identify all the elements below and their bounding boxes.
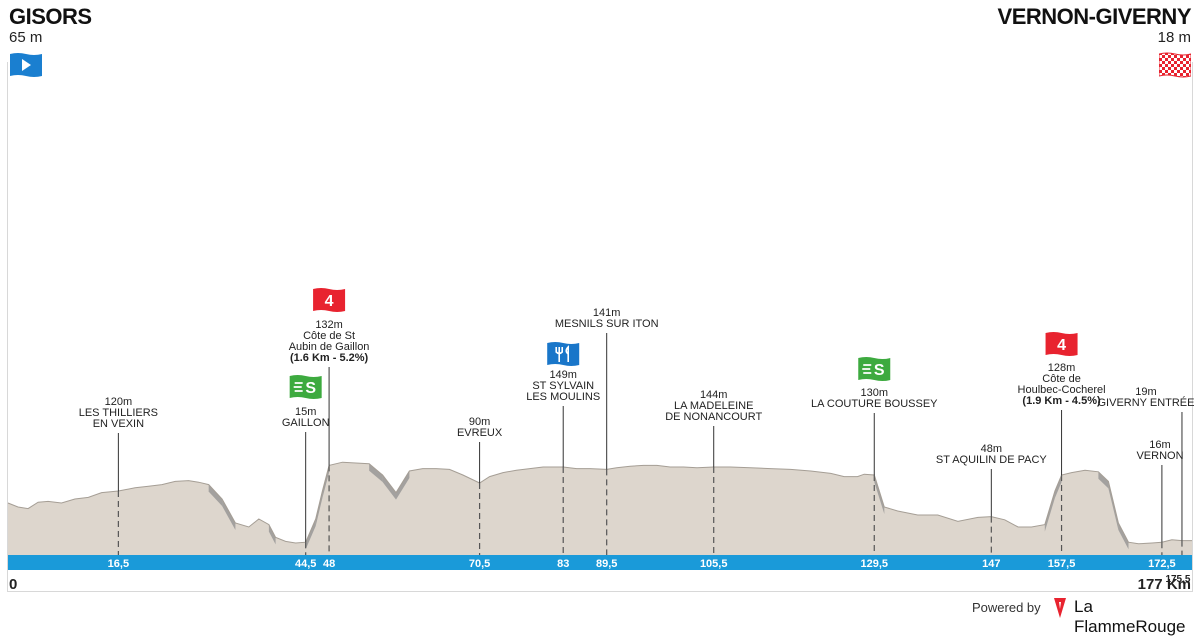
slope-shading (305, 519, 316, 550)
km-marker-label: 89,5 (596, 558, 617, 570)
climb-category-icon (313, 288, 346, 312)
sprint-icon (858, 357, 891, 381)
slope-shading (1098, 471, 1109, 489)
elevation-area (8, 462, 1192, 555)
start-flag-icon (10, 53, 42, 77)
finish-altitude: 18 m (1157, 29, 1191, 46)
slope-shading (222, 499, 236, 530)
climb-category-number: 4 (1057, 337, 1066, 354)
axis-start-label: 0 (9, 576, 18, 593)
flamme-rouge-logo-icon (1054, 598, 1066, 618)
waypoint-name: EN VEXIN (93, 418, 144, 430)
slope-shading (1118, 523, 1129, 550)
waypoint-name: VERNON (1136, 450, 1183, 462)
start-altitude: 65 m (9, 29, 43, 46)
km-marker-label: 172,5 (1148, 558, 1176, 570)
km-marker-label: 129,5 (860, 558, 888, 570)
km-marker-label: 70,5 (469, 558, 490, 570)
km-axis-bar (8, 555, 1192, 570)
waypoint-altitude: 15m (295, 406, 316, 418)
km-marker-label: 157,5 (1048, 558, 1076, 570)
climb-category-number: 4 (325, 293, 334, 310)
waypoint-name: MESNILS SUR ITON (555, 318, 659, 330)
climb-detail: (1.6 Km - 5.2%) (290, 352, 369, 364)
km-marker-label: 83 (557, 558, 569, 570)
waypoint-altitude: 141m (593, 307, 621, 319)
slope-shading (382, 475, 396, 500)
waypoint-name: LES MOULINS (526, 391, 600, 403)
start-town-name: GISORS (9, 4, 92, 29)
waypoint-altitude: 48m (981, 443, 1002, 455)
feed-zone-icon (547, 342, 580, 366)
waypoint-name: GIVERNY ENTRÉE (1098, 396, 1195, 409)
fork-knife-glyph (555, 345, 570, 362)
climb-detail: (1.9 Km - 4.5%) (1022, 395, 1101, 407)
waypoint-altitude: 130m (860, 387, 888, 399)
sprint-icon (289, 375, 322, 399)
slope-shading (1054, 475, 1062, 498)
waypoint-altitude: 120m (105, 396, 133, 408)
waypoint-altitude: 16m (1149, 439, 1170, 451)
km-marker-label: 105,5 (700, 558, 728, 570)
waypoint-altitude: 132m (315, 319, 343, 331)
sprint-letter: S (874, 362, 885, 379)
waypoint-name: LA MADELEINE (674, 400, 753, 412)
slope-shading (396, 471, 410, 500)
waypoint-altitude: 90m (469, 416, 490, 428)
powered-by-label: Powered by (972, 600, 1041, 615)
waypoint-name: ST AQUILIN DE PACY (936, 454, 1048, 466)
slope-shading (874, 475, 885, 514)
km-marker-label: 44,5 (295, 558, 316, 570)
waypoint-name: Houlbec-Cocherel (1018, 384, 1106, 396)
sprint-speed-lines (862, 364, 872, 374)
finish-flag-icon (1159, 52, 1191, 78)
km-marker-label: 48 (323, 558, 335, 570)
slope-shading (268, 524, 276, 545)
axis-total-distance: 177 Km (1137, 576, 1191, 593)
slope-shading (208, 484, 223, 506)
waypoint-name: Côte de St (303, 330, 355, 342)
km-marker-label: 147 (982, 558, 1000, 570)
km-marker-label: 175,5 (1165, 574, 1190, 585)
chart-frame (7, 62, 1193, 592)
waypoint-name: EVREUX (457, 427, 503, 439)
waypoint-name: LA COUTURE BOUSSEY (811, 398, 938, 410)
km-marker-label: 16,5 (108, 558, 129, 570)
waypoint-name: DE NONANCOURT (665, 411, 762, 423)
waypoint-name: Côte de (1042, 373, 1081, 385)
waypoint-altitude: 144m (700, 389, 728, 401)
sprint-speed-lines (293, 382, 303, 392)
waypoint-name: Aubin de Gaillon (289, 341, 370, 353)
brand-name[interactable]: La FlammeRouge (1074, 597, 1186, 636)
waypoint-altitude: 149m (549, 369, 577, 381)
waypoint-name: LES THILLIERS (79, 407, 158, 419)
waypoint-altitude: 19m (1135, 386, 1156, 398)
slope-shading (369, 463, 383, 482)
waypoint-altitude: 128m (1048, 362, 1076, 374)
finish-town-name: VERNON-GIVERNY (997, 4, 1192, 29)
climb-category-icon (1045, 332, 1078, 356)
waypoint-name: ST SYLVAIN (532, 380, 594, 392)
waypoint-name: GAILLON (282, 417, 330, 429)
slope-shading (1044, 491, 1055, 532)
sprint-letter: S (305, 380, 316, 397)
